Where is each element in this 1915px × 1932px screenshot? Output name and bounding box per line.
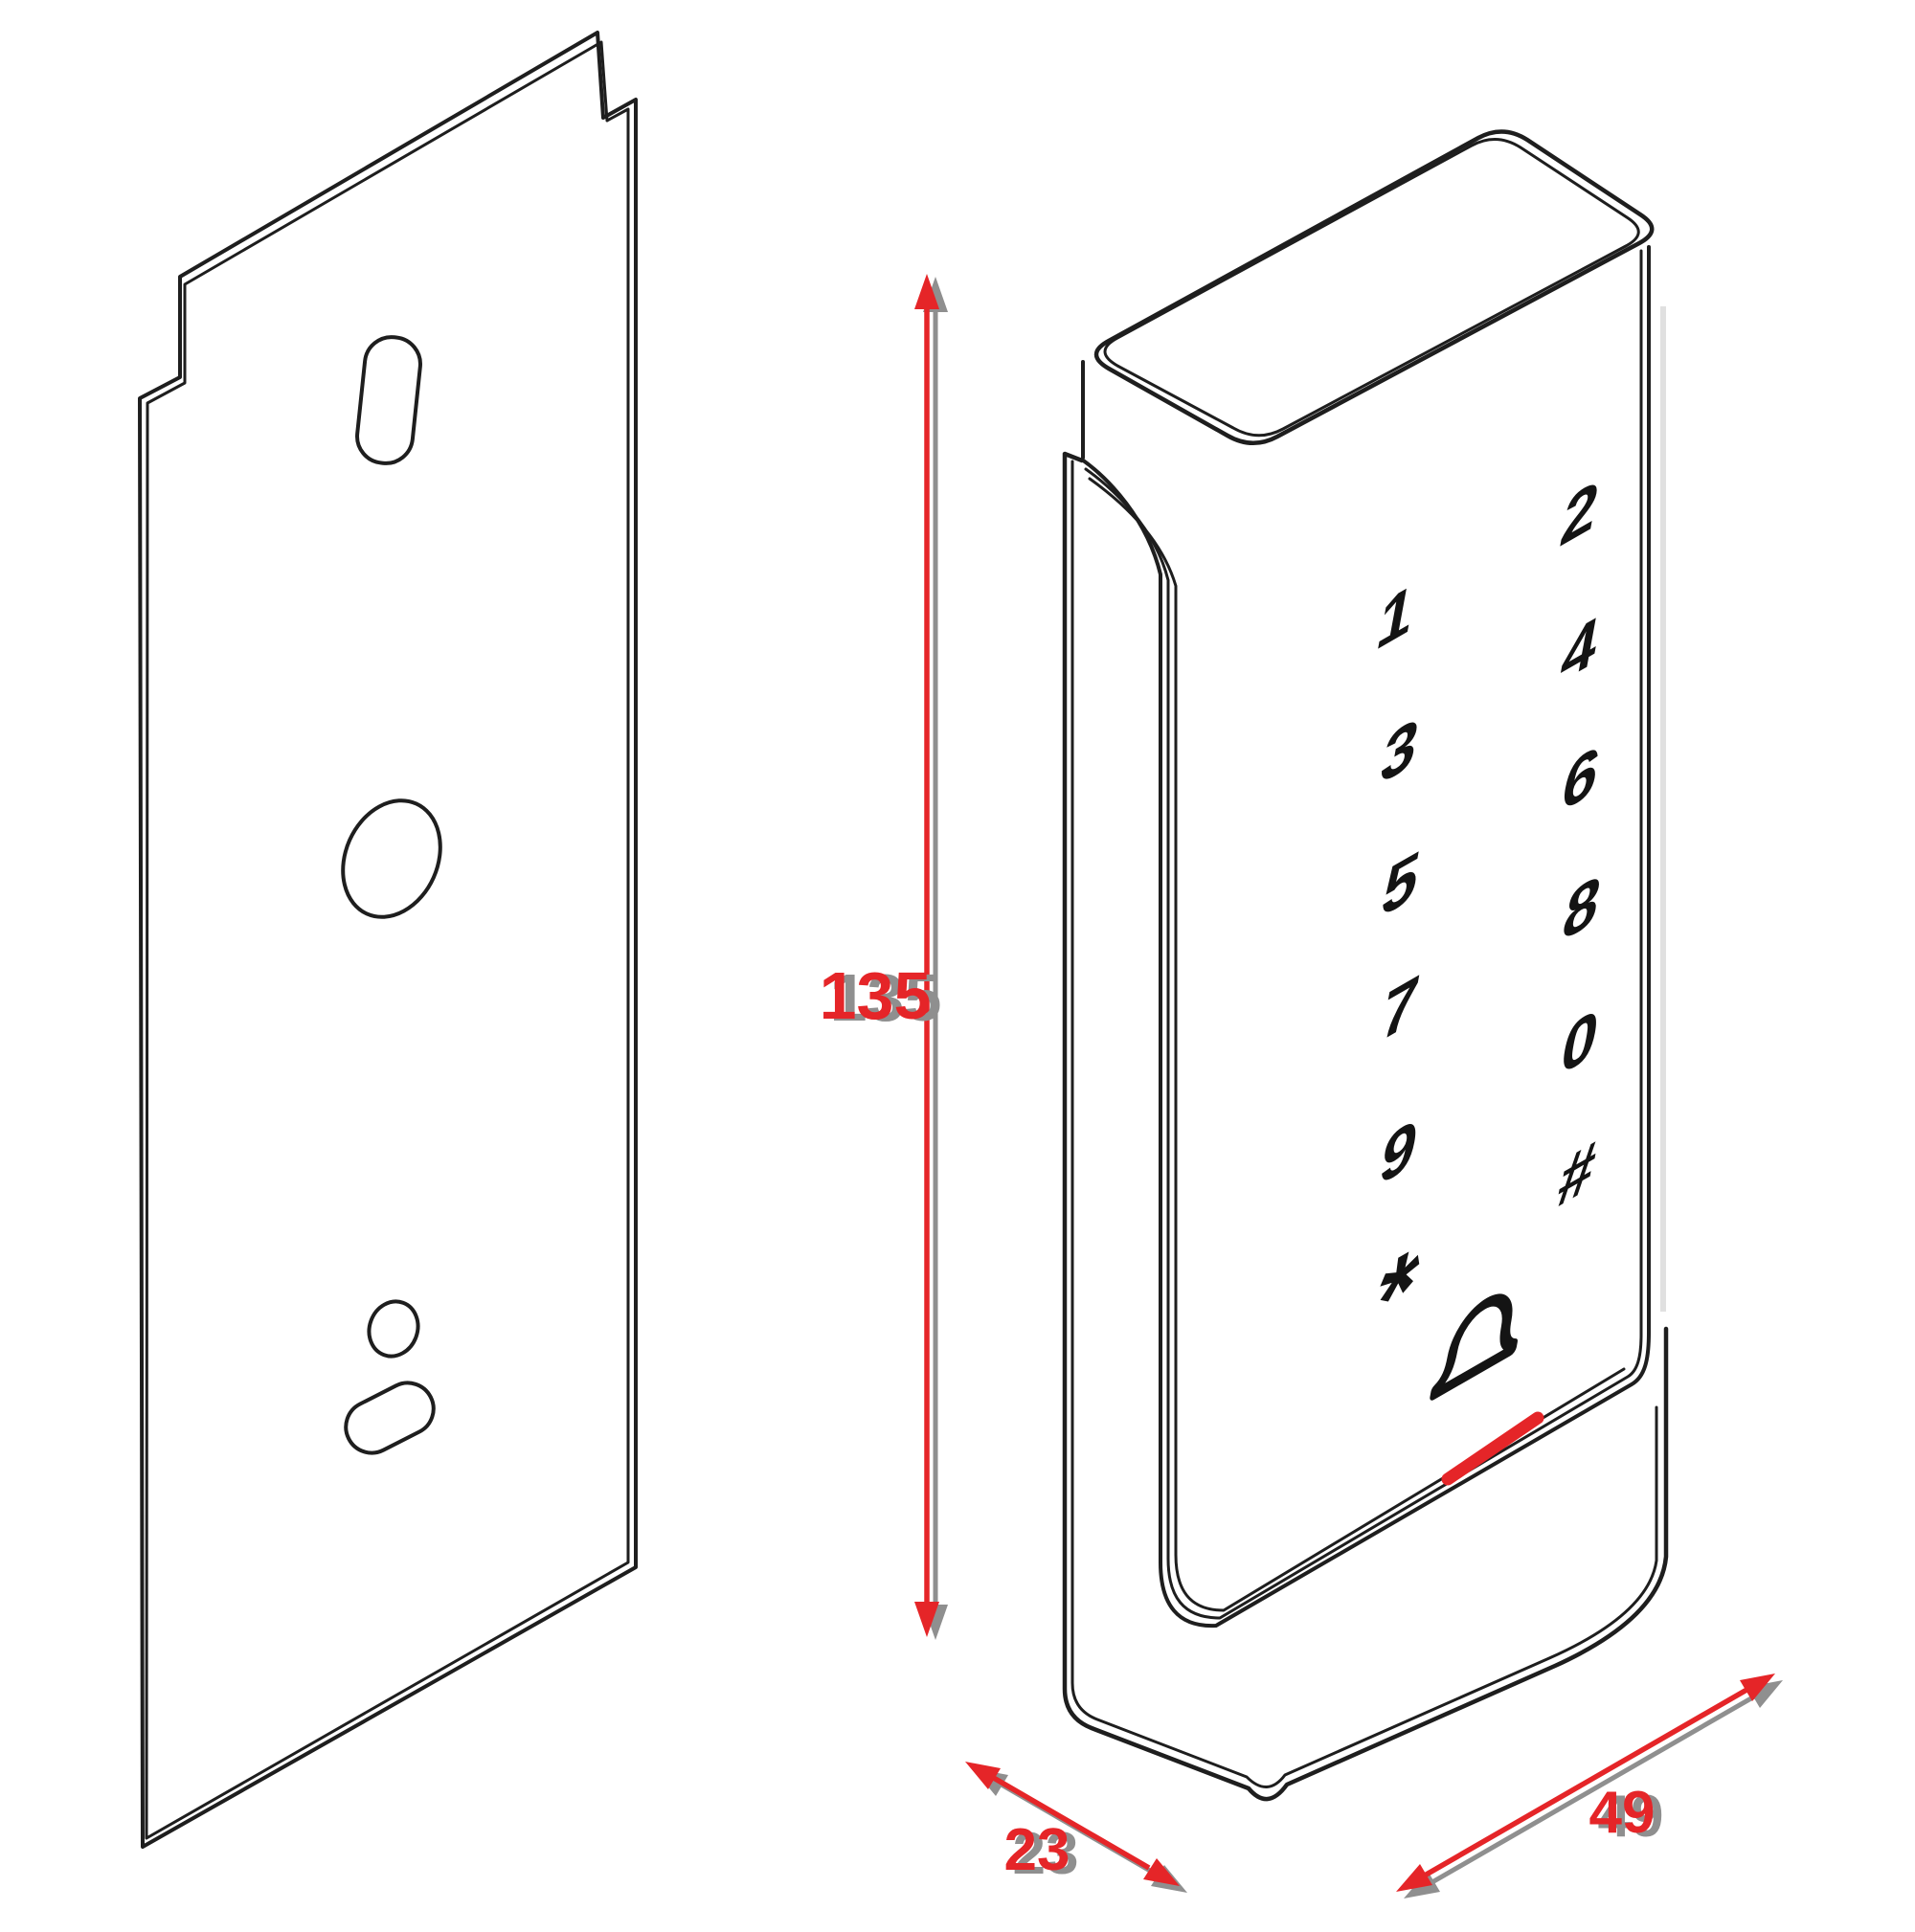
key-3: 3 [1375,701,1425,800]
keypad-device: 1 3 5 7 9 * 2 4 6 8 0 # [1062,129,1669,1802]
key-4: 4 [1555,599,1605,699]
dim-depth-arrow-b [1143,1858,1180,1886]
bell-icon [1430,1293,1518,1401]
key-5: 5 [1376,834,1426,933]
dim-height-arrow-top [914,274,939,309]
key-hash: # [1552,1124,1602,1224]
dim-height-label: 135 [820,958,932,1033]
key-star: * [1364,1219,1428,1369]
top-face-inner-line [1103,138,1640,438]
back-plate-inner-edge [145,40,630,1840]
dimension-height: 135 135 [820,274,948,1640]
key-6: 6 [1556,729,1606,828]
housing-outline [1062,451,1669,1802]
dimension-depth: 23 23 [965,1762,1187,1893]
plate-slot-top [355,335,422,465]
dim-width-line [1421,1686,1750,1879]
front-cover-rim-line-2 [1084,249,1643,1620]
top-face-outline [1093,129,1655,445]
dim-depth-label-shadow: 23 [1013,1821,1079,1887]
plate-hole-small [367,1299,420,1359]
key-9: 9 [1374,1102,1424,1202]
key-0: 0 [1555,992,1605,1091]
plate-slot-bottom [344,1381,436,1455]
front-cover-outline [1080,245,1651,1629]
dim-height-label-shadow: 135 [830,960,942,1035]
plate-hole-center [341,798,442,919]
dimension-width: 49 49 [1396,1674,1783,1898]
dim-width-shadow-line [1429,1693,1758,1886]
dim-width-label: 49 [1589,1780,1656,1846]
key-8: 8 [1557,858,1607,957]
dim-depth-label: 23 [1004,1817,1070,1883]
front-cover-rim-line-3 [1088,477,1626,1612]
back-plate [138,31,638,1849]
key-7: 7 [1375,958,1425,1058]
dim-depth-arrow-a [965,1762,1001,1789]
dim-width-label-shadow: 49 [1598,1784,1664,1850]
led-indicator-strip [1441,1411,1544,1486]
keypad-keys: 1 3 5 7 9 * 2 4 6 8 0 # [1364,463,1607,1401]
dim-height-arrow-bottom [914,1602,939,1637]
dim-depth-line [990,1774,1151,1871]
dim-width-arrow-b [1740,1674,1775,1701]
key-2: 2 [1555,463,1605,563]
back-plate-outline [138,31,638,1849]
dim-width-arrow-a [1396,1864,1432,1892]
housing-inner-line [1070,460,1658,1788]
key-1: 1 [1371,567,1421,666]
